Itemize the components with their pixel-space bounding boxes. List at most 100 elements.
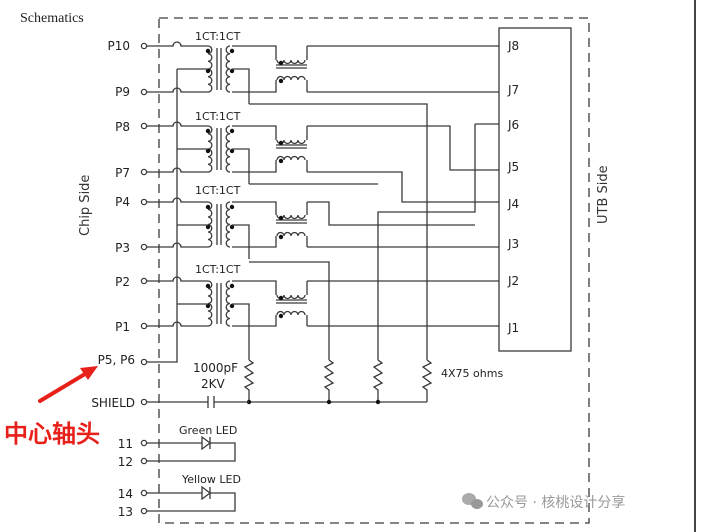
transformer-1-dot: [205, 68, 211, 74]
transformer-1-secondary-center-tap: [232, 68, 250, 104]
connector-pin-j3: J3: [507, 237, 519, 251]
transformer-3-dot: [229, 224, 235, 230]
chip-pin-terminal: [140, 168, 148, 176]
pin-label-11: 11: [118, 437, 133, 451]
choke-1-dot: [278, 60, 284, 66]
choke-4-dot: [278, 313, 284, 319]
pin-label-p3: P3: [115, 241, 130, 255]
transformer-2-secondary-center-tap: [232, 148, 250, 184]
chip-pin-wire: [147, 41, 208, 47]
shield-terminal: [140, 398, 148, 406]
transformer-3-dot: [205, 204, 211, 210]
transformer-4-dot: [229, 303, 235, 309]
pin-label-14: 14: [118, 487, 133, 501]
chip-pin-terminal: [140, 198, 148, 206]
transformer-2-dot: [229, 148, 235, 154]
transformer-3-dot: [229, 204, 235, 210]
transformer-1-dot: [205, 48, 211, 54]
transformer-3-secondary-coil: [225, 201, 231, 248]
connector-pin-j8: J8: [507, 39, 519, 53]
choke-2-dot: [278, 140, 284, 146]
choke-1-dot: [278, 78, 284, 84]
choke-1-core: [276, 64, 307, 69]
schematic-title: Schematics: [20, 11, 84, 26]
transformer-3-secondary-center-tap: [232, 224, 250, 259]
wire-to-j3-route: [307, 201, 475, 226]
led-1-wire: [147, 442, 236, 462]
transformer-3-core: [216, 204, 222, 245]
chip-pin-terminal: [140, 277, 148, 285]
wire-to-j4: [307, 171, 499, 203]
choke-3-dot: [278, 234, 284, 240]
choke-3-lower-winding: [276, 231, 306, 237]
connector-pin-j2: J2: [507, 274, 519, 288]
led-terminal: [140, 507, 148, 515]
page-edge-bar: [694, 0, 696, 532]
shield-capacitor: [147, 396, 249, 408]
transformer-4-dot: [205, 283, 211, 289]
pin-label-p8: P8: [115, 120, 130, 134]
transformer-2-dot: [205, 148, 211, 154]
transformer-4-core: [216, 283, 222, 324]
pin-label-13: 13: [118, 505, 133, 519]
transformer-4-dot: [205, 303, 211, 309]
capacitor-value: 1000pF: [193, 361, 238, 375]
resistor-label: 4X75 ohms: [441, 367, 503, 380]
choke-2-core: [276, 144, 307, 149]
watermark: 公众号 · 核桃设计分享: [486, 494, 625, 511]
transformer-3-wire: [232, 201, 277, 215]
chip-side-label: Chip Side: [78, 175, 93, 236]
transformer-4-dot: [229, 283, 235, 289]
transformer-1-wire: [232, 80, 277, 93]
transformer-2-core: [216, 128, 222, 170]
connector-pin-j5: J5: [507, 160, 519, 174]
chip-pin-terminal: [140, 42, 148, 50]
connector-pin-j7: J7: [507, 83, 519, 97]
wechat-icon: [462, 493, 483, 509]
termination-resistor-3: [372, 359, 384, 402]
termination-resistor-1: [243, 359, 255, 402]
transformer-2-dot: [205, 128, 211, 134]
choke-4-dot: [278, 295, 284, 301]
center-tap-annotation: 中心轴头: [4, 420, 100, 448]
transformer-4-wire: [232, 280, 277, 295]
transformer-1-wire: [232, 45, 277, 60]
transformer-2-ratio: 1CT:1CT: [195, 110, 241, 123]
transformer-2-secondary-coil: [225, 125, 231, 173]
transformer-3-ratio: 1CT:1CT: [195, 184, 241, 197]
wire-to-j5: [307, 125, 499, 171]
transformer-1-dot: [229, 68, 235, 74]
pin-label-p9: P9: [115, 85, 130, 99]
transformer-3-wire: [232, 236, 277, 248]
termination-resistor-2: [323, 359, 335, 402]
chip-pin-terminal: [140, 243, 148, 251]
transformer-1-dot: [229, 48, 235, 54]
pin-label-p1: P1: [115, 320, 130, 334]
connector-pin-j1: J1: [507, 321, 519, 335]
transformer-2-dot: [229, 128, 235, 134]
led-2-diode-icon: [201, 485, 212, 501]
pin-label-12: 12: [118, 455, 133, 469]
junction-dot: [375, 399, 381, 405]
module-boundary: [158, 17, 590, 524]
pin-label-p4: P4: [115, 195, 130, 209]
chip-pin-terminal: [140, 88, 148, 96]
chip-pin-terminal: [140, 322, 148, 330]
led-terminal: [140, 489, 148, 497]
pin-label-shield: SHIELD: [91, 396, 135, 410]
center-tap-bus: [147, 69, 178, 363]
transformer-4-ratio: 1CT:1CT: [195, 263, 241, 276]
green-led-label: Green LED: [179, 424, 237, 437]
center-tap-3-wire: [249, 261, 330, 360]
transformer-4-wire: [232, 315, 277, 327]
transformer-4-secondary-coil: [225, 280, 231, 327]
center-tap-1-wire: [249, 103, 428, 360]
choke-1-lower-winding: [276, 75, 306, 81]
transformer-3-dot: [205, 224, 211, 230]
led-terminal: [140, 439, 148, 447]
junction-dot: [326, 399, 332, 405]
connector-pin-j6: J6: [507, 118, 519, 132]
led-2-wire: [147, 492, 236, 512]
pin-label-p10: P10: [107, 39, 130, 53]
